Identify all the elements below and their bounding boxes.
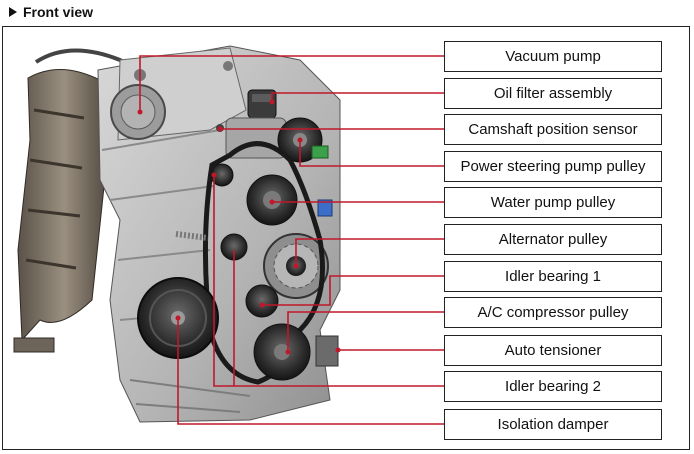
label-idler-bearing-1: Idler bearing 1: [444, 261, 662, 292]
label-isolation-damper: Isolation damper: [444, 409, 662, 440]
label-auto-tensioner: Auto tensioner: [444, 335, 662, 366]
leader-oil-filter: [271, 92, 444, 102]
label-water-pump-pulley: Water pump pulley: [444, 187, 662, 218]
label-alternator-pulley: Alternator pulley: [444, 224, 662, 255]
leader-idler-2: [213, 175, 444, 387]
label-power-steering-pump-pulley: Power steering pump pulley: [444, 151, 662, 182]
leader-isolation-damper: [177, 318, 444, 425]
leader-alternator: [295, 238, 444, 266]
label-idler-bearing-2: Idler bearing 2: [444, 371, 662, 402]
ac-compressor-pulley-shape: [245, 284, 279, 318]
figure-frame: [2, 26, 690, 450]
label-vacuum-pump: Vacuum pump: [444, 41, 662, 72]
leader-idler-1: [262, 275, 444, 306]
auto-tensioner-shape: [253, 323, 339, 381]
tensioner-spring: [175, 231, 209, 241]
label-camshaft-position-sensor: Camshaft position sensor: [444, 114, 662, 145]
leader-ac-compressor: [287, 311, 444, 352]
label-oil-filter-assembly: Oil filter assembly: [444, 78, 662, 109]
section-title: Front view: [23, 4, 94, 20]
label-ac-compressor-pulley: A/C compressor pulley: [444, 297, 662, 328]
triangle-bullet-icon: [9, 7, 17, 17]
alternator-shape: [263, 233, 329, 299]
leader-power-steering: [299, 140, 444, 167]
leader-vacuum-pump: [139, 55, 444, 112]
section-heading: Front view: [9, 3, 93, 21]
